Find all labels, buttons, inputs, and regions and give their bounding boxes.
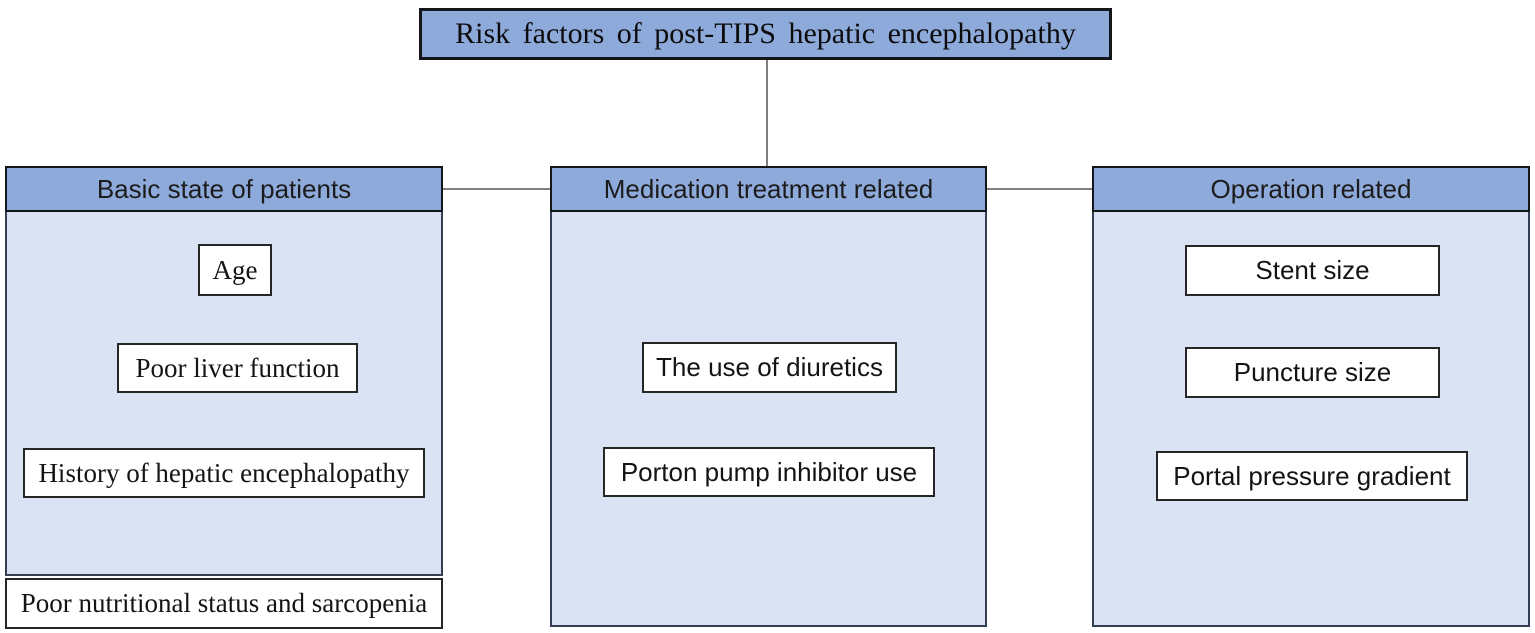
item-porton-pump-inhibitor-use: Porton pump inhibitor use — [603, 447, 935, 497]
item-age: Age — [198, 244, 272, 296]
panel-medication-body — [550, 166, 987, 627]
item-poor-liver-function: Poor liver function — [117, 343, 358, 393]
item-stent-size: Stent size — [1185, 245, 1440, 296]
item-portal-pressure-gradient: Portal pressure gradient — [1156, 451, 1468, 501]
item-history-of-hepatic-encephalopathy: History of hepatic encephalopathy — [23, 448, 425, 498]
item-puncture-size: Puncture size — [1185, 347, 1440, 398]
panel-operation-header: Operation related — [1092, 166, 1530, 212]
diagram-title: Risk factors of post-TIPS hepatic enceph… — [419, 8, 1112, 60]
connector-basic-to-medication — [443, 188, 550, 190]
item-use-of-diuretics: The use of diuretics — [642, 342, 897, 393]
panel-basic-state-header: Basic state of patients — [5, 166, 443, 212]
item-poor-nutritional-status: Poor nutritional status and sarcopenia — [5, 578, 443, 629]
connector-title-to-medication — [766, 60, 768, 166]
panel-medication-header: Medication treatment related — [550, 166, 987, 212]
connector-medication-to-operation — [987, 188, 1092, 190]
